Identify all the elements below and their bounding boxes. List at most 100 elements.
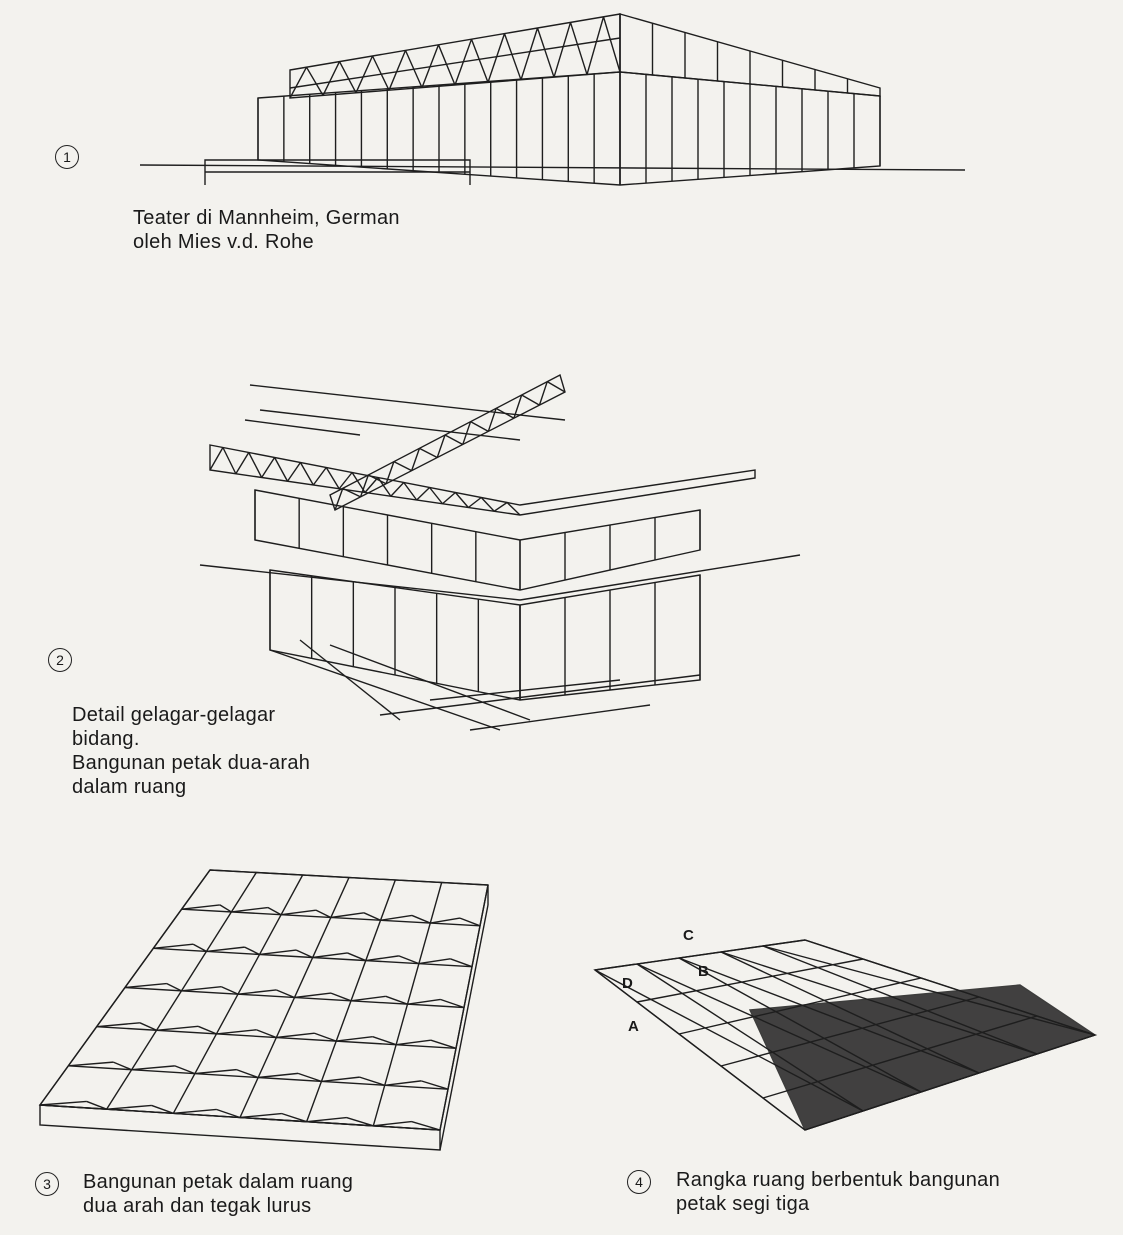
drawing-line — [720, 951, 1038, 1055]
drawing-line — [209, 869, 489, 886]
caption-line: Detail gelagar-gelagar — [72, 704, 276, 726]
drawing-line — [384, 1080, 422, 1086]
drawing-line — [259, 949, 297, 956]
drawing-line — [194, 1068, 237, 1075]
drawing-line — [39, 1100, 87, 1106]
caption-line: petak segi tiga — [676, 1193, 810, 1215]
drawing-line — [192, 943, 207, 953]
drawing-line — [720, 951, 980, 1074]
drawing-line — [359, 1076, 385, 1086]
drawing-line — [569, 22, 588, 75]
drawing-line — [306, 1116, 347, 1123]
drawing-line — [444, 434, 464, 446]
drawing-line — [312, 952, 348, 959]
drawing-line — [594, 969, 806, 1131]
frame-label-c: C — [683, 927, 694, 944]
drawing-line — [429, 487, 444, 505]
drawing-line — [636, 963, 922, 1093]
drawing-line — [442, 491, 456, 505]
drawing-line — [151, 1104, 174, 1114]
square-space-grid-drawing — [38, 869, 489, 1151]
drawing-line — [762, 945, 1038, 1055]
drawing-line — [411, 448, 421, 471]
drawing-line — [314, 1032, 337, 1042]
drawing-line — [363, 912, 381, 921]
drawing-line — [289, 66, 308, 99]
drawing-line — [347, 952, 367, 962]
drawing-line — [503, 33, 522, 81]
drawing-line — [216, 1108, 241, 1119]
drawing-line — [365, 955, 399, 962]
caption-line: Bangunan petak dua-arah — [72, 752, 311, 774]
drawing-line — [495, 407, 515, 419]
figure-2-number: 2 — [48, 648, 72, 672]
drawing-line — [359, 474, 369, 498]
drawing-line — [338, 61, 357, 94]
drawing-line — [487, 33, 506, 83]
drawing-line — [480, 497, 495, 512]
drawing-line — [113, 1061, 132, 1071]
drawing-line — [355, 55, 374, 94]
drawing-line — [124, 982, 167, 989]
drawing-line — [462, 421, 472, 445]
drawing-line — [153, 943, 194, 950]
drawing-line — [403, 482, 418, 501]
drawing-line — [373, 1120, 412, 1127]
drawing-line — [336, 1036, 373, 1042]
drawing-line — [106, 1104, 152, 1110]
drawing-line — [720, 996, 980, 1067]
drawing-line — [166, 982, 182, 992]
drawing-line — [487, 408, 497, 432]
drawing-line — [295, 949, 313, 959]
drawing-line — [430, 917, 461, 924]
drawing-line — [470, 421, 489, 432]
triangular-space-frame-drawing — [593, 939, 1098, 1131]
drawing-line — [322, 61, 341, 96]
drawing-line — [334, 488, 344, 511]
frame-label-b: B — [698, 963, 709, 980]
caption-line: bidang. — [72, 728, 140, 750]
caption-line: Rangka ruang berbentuk bangunan — [676, 1169, 1000, 1191]
drawing-line — [244, 946, 260, 956]
figure-4-caption: Rangka ruang berbentuk bangunan petak se… — [676, 1168, 1000, 1216]
drawing-line — [440, 998, 465, 1009]
drawing-line — [156, 1025, 199, 1031]
caption-line: Bangunan petak dalam ruang — [83, 1171, 354, 1193]
drawing-line — [804, 939, 1096, 1036]
drawing-line — [506, 501, 521, 516]
drawing-line — [209, 447, 224, 471]
drawing-line — [385, 995, 408, 1005]
drawing-line — [594, 969, 864, 1112]
drawing-line — [237, 989, 277, 995]
drawing-line — [404, 50, 423, 88]
drawing-line — [419, 447, 438, 459]
drawing-line — [594, 939, 806, 971]
drawing-line — [546, 381, 566, 393]
drawing-line — [421, 44, 440, 88]
drawing-line — [636, 958, 864, 1003]
drawing-line — [678, 977, 922, 1035]
drawing-line — [454, 492, 469, 508]
drawing-line — [586, 16, 605, 75]
drawing-line — [239, 1112, 282, 1119]
drawing-line — [273, 457, 289, 482]
drawing-line — [181, 986, 222, 992]
drawing-line — [380, 914, 413, 921]
drawing-line — [602, 16, 621, 73]
drawing-line — [315, 909, 332, 919]
drawing-line — [206, 946, 245, 953]
drawing-line — [393, 461, 412, 472]
drawing-line — [267, 906, 282, 916]
drawing-line — [258, 1072, 299, 1079]
drawing-line — [275, 989, 295, 999]
drawing-line — [418, 958, 451, 965]
drawing-line — [421, 1080, 449, 1090]
caption-line: oleh Mies v.d. Rohe — [133, 231, 314, 253]
drawing-line — [342, 487, 361, 498]
figure-1-number: 1 — [55, 145, 79, 169]
drawing-line — [330, 992, 352, 1002]
drawing-line — [236, 1068, 259, 1079]
frame-label-d: D — [622, 975, 633, 992]
drawing-line — [174, 1065, 196, 1075]
drawing-line — [131, 1065, 175, 1071]
